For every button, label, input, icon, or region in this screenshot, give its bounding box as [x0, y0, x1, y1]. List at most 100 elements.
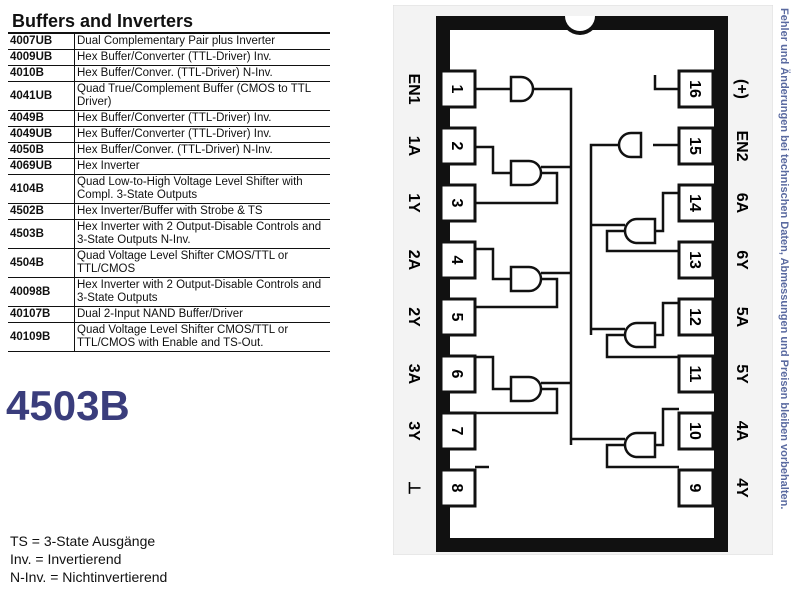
part-description: Quad True/Complement Buffer (CMOS to TTL…	[74, 81, 330, 111]
pin-6: 6	[439, 354, 477, 394]
left-pins: 1 2 3 4 5 6 7 8	[439, 69, 477, 508]
pin-5: 5	[439, 297, 477, 337]
right-pins: 16 15 14 13 12 11 10 9	[677, 69, 715, 508]
pin-13: 13	[677, 240, 715, 280]
part-description: Hex Buffer/Conver. (TTL-Driver) N-Inv.	[74, 142, 330, 159]
part-description: Quad Voltage Level Shifter CMOS/TTL or T…	[74, 322, 330, 352]
part-code: 4504B	[8, 248, 75, 278]
part-description: Hex Buffer/Conver. (TTL-Driver) N-Inv.	[74, 65, 330, 82]
pin-12: 12	[677, 297, 715, 337]
pin-11: 11	[677, 354, 715, 394]
part-description: Dual 2-Input NAND Buffer/Driver	[74, 306, 330, 323]
part-description: Hex Inverter/Buffer with Strobe & TS	[74, 203, 330, 220]
table-title: Buffers and Inverters	[8, 10, 330, 34]
pin-label: 5A	[733, 307, 750, 328]
pin-number: 16	[686, 80, 703, 98]
pin-16: 16	[677, 69, 715, 109]
pin-14: 14	[677, 183, 715, 223]
part-description: Hex Buffer/Converter (TTL-Driver) Inv.	[74, 126, 330, 143]
disclaimer-vertical: Fehler und Änderungen bei technischen Da…	[778, 8, 798, 593]
pin-number: 14	[686, 194, 703, 212]
part-description: Hex Inverter with 2 Output-Disable Contr…	[74, 277, 330, 307]
pin-9: 9	[677, 468, 715, 508]
part-description: Quad Low-to-High Voltage Level Shifter w…	[74, 174, 330, 204]
part-code: 40107B	[8, 306, 75, 323]
pin-label: 2A	[405, 250, 422, 271]
disclaimer-text: Fehler und Änderungen bei technischen Da…	[778, 8, 790, 510]
pin-label: 4Y	[733, 478, 750, 498]
pin-label: 1A	[405, 136, 422, 157]
pin-label: 5Y	[733, 364, 750, 384]
part-number-title: 4503B	[6, 382, 130, 429]
part-code: 4503B	[8, 219, 75, 249]
right-pin-labels: (+) EN2 6A 6Y 5A 5Y 4A 4Y	[733, 79, 750, 498]
pin-4: 4	[439, 240, 477, 280]
pin-15: 15	[677, 126, 715, 166]
part-description: Hex Inverter	[74, 158, 330, 175]
pin-label: 3A	[405, 364, 422, 385]
part-description: Hex Buffer/Converter (TTL-Driver) Inv.	[74, 49, 330, 66]
pin-label: 4A	[733, 421, 750, 442]
legend-line-ts: TS = 3-State Ausgänge	[10, 533, 156, 549]
part-description: Quad Voltage Level Shifter CMOS/TTL or T…	[74, 248, 330, 278]
pin-1: 1	[439, 69, 477, 109]
part-description: Dual Complementary Pair plus Inverter	[74, 34, 330, 50]
pin-10: 10	[677, 411, 715, 451]
pin-8: 8	[439, 468, 477, 508]
part-code: 40098B	[8, 277, 75, 307]
part-code: 4502B	[8, 203, 75, 220]
pin-label: 3Y	[405, 421, 422, 441]
pin-number: 12	[686, 308, 703, 326]
pin-label: 6A	[733, 193, 750, 214]
part-code: 4049UB	[8, 126, 75, 143]
pin-label: EN1	[405, 73, 422, 104]
pin-number: 13	[686, 251, 703, 269]
part-code: 4104B	[8, 174, 75, 204]
pin-number: 3	[448, 199, 465, 208]
legend-line-ninv: N-Inv. = Nichtinvertierend	[10, 569, 168, 585]
chip-body	[436, 16, 728, 552]
pin-label: (+)	[733, 79, 750, 99]
pin-number: 4	[448, 256, 465, 265]
pin-7: 7	[439, 411, 477, 451]
legend: TS = 3-State Ausgänge Inv. = Invertieren…	[10, 532, 167, 586]
legend-line-inv: Inv. = Invertierend	[10, 551, 122, 567]
pin-number: 11	[686, 366, 703, 383]
part-code: 4049B	[8, 110, 75, 127]
internal-wiring	[475, 75, 679, 469]
pin-number: 1	[448, 85, 465, 94]
part-code: 40109B	[8, 322, 75, 352]
pin-label: 6Y	[733, 250, 750, 270]
part-description: Hex Inverter with 2 Output-Disable Contr…	[74, 219, 330, 249]
pin-number: 9	[686, 484, 703, 493]
pin-3: 3	[439, 183, 477, 223]
pin-number: 2	[448, 142, 465, 151]
pin-label: EN2	[733, 130, 750, 161]
pin-number: 6	[448, 370, 465, 379]
pin-number: 8	[448, 484, 465, 493]
part-description: Hex Buffer/Converter (TTL-Driver) Inv.	[74, 110, 330, 127]
part-code: 4050B	[8, 142, 75, 159]
pin-number: 15	[686, 137, 703, 155]
pin-2: 2	[439, 126, 477, 166]
part-code: 4069UB	[8, 158, 75, 175]
pin-number: 10	[686, 422, 703, 440]
part-code: 4010B	[8, 65, 75, 82]
part-code: 4007UB	[8, 34, 75, 50]
